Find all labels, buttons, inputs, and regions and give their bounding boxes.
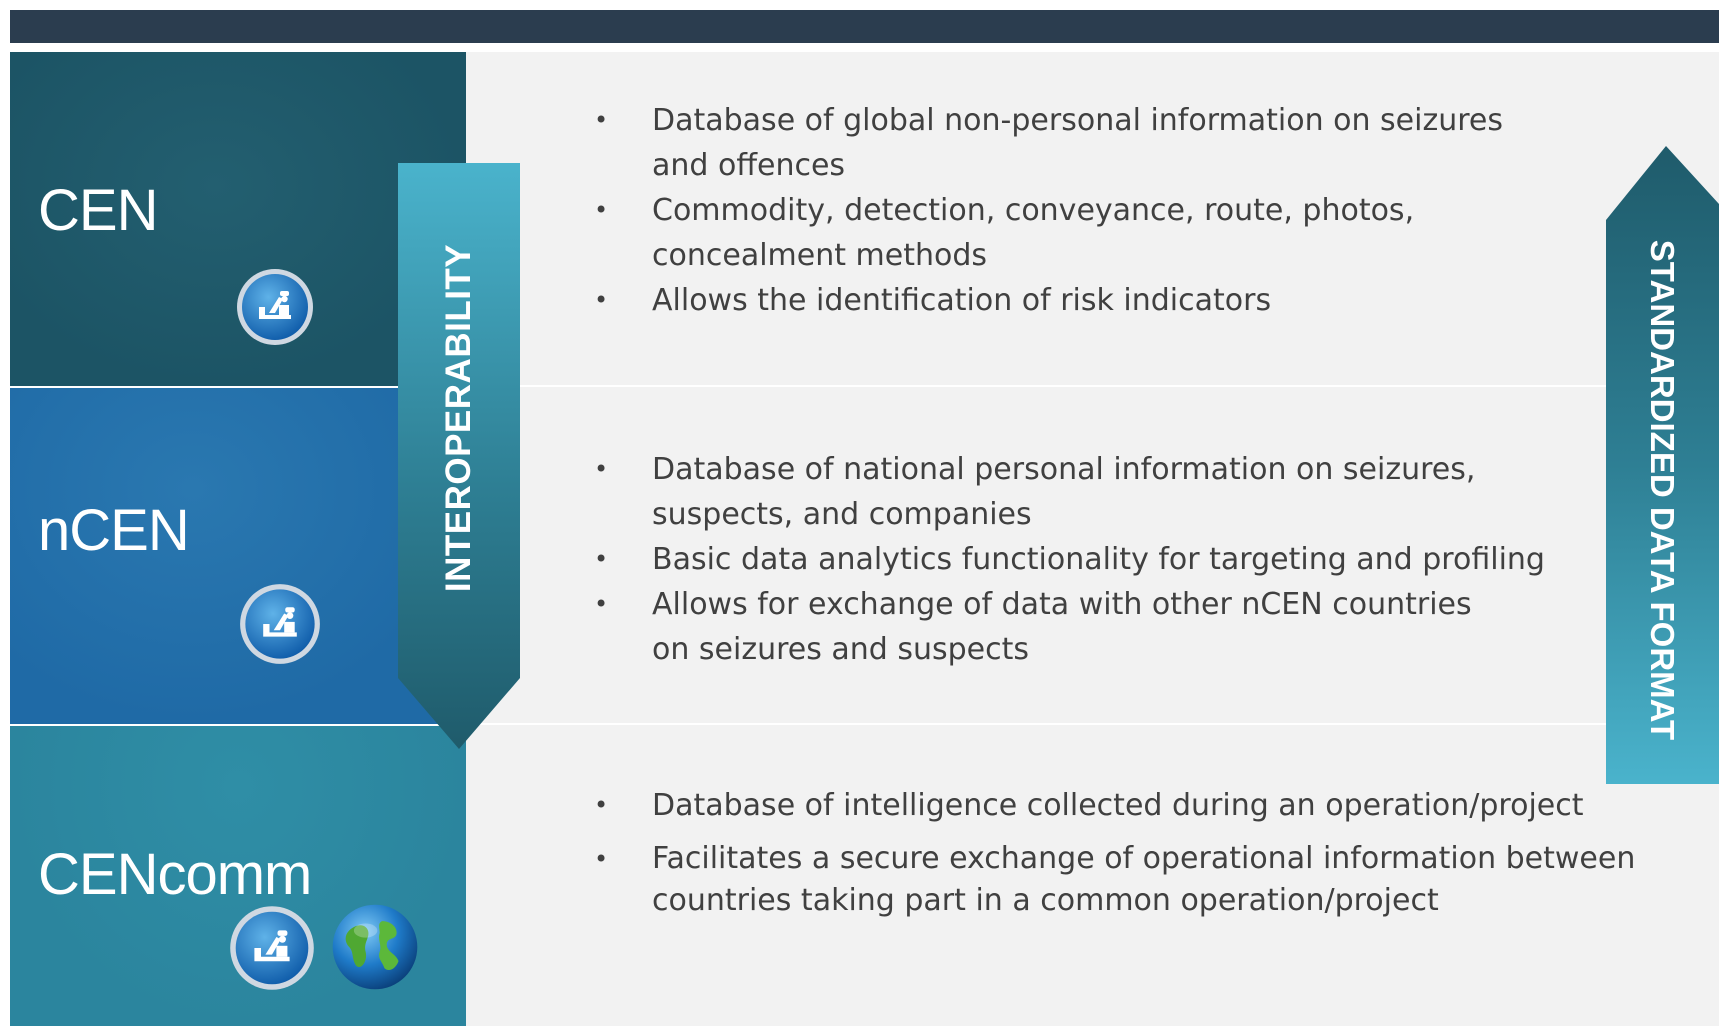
interoperability-arrow (398, 163, 520, 749)
content-panel (466, 52, 1719, 1026)
section-cencomm: CENcomm (10, 726, 466, 1026)
list-item: • Database of intelligence collected dur… (580, 783, 1692, 828)
section-ncen: nCEN (10, 388, 466, 724)
section-title-cen: CEN (38, 178, 158, 243)
customs-officer-icon (228, 904, 316, 992)
bullet-icon: • (594, 590, 609, 618)
cencomm-bullet-list: • Database of intelligence collected dur… (580, 783, 1692, 922)
list-item: • Commodity, detection, conveyance, rout… (580, 188, 1452, 278)
list-item: • Basic data analytics functionality for… (580, 537, 1612, 582)
interoperability-label-wrap: INTEROPERABILITY (398, 163, 520, 673)
bullet-icon: • (594, 545, 609, 573)
bullet-icon: • (594, 455, 609, 483)
bullet-icon: • (594, 106, 609, 134)
bullet-icon: • (594, 286, 609, 314)
bullet-icon: • (594, 196, 609, 224)
interoperability-label: INTEROPERABILITY (439, 243, 479, 593)
cen-bullet-list: • Database of global non-personal inform… (580, 98, 1532, 323)
list-item: • Database of global non-personal inform… (580, 98, 1532, 188)
section-title-ncen: nCEN (38, 498, 190, 563)
customs-officer-icon (235, 267, 315, 347)
row-divider (466, 385, 1719, 387)
list-item: • Allows for exchange of data with other… (580, 582, 1512, 672)
header-bar (10, 10, 1719, 43)
list-item: • Facilitates a secure exchange of opera… (580, 838, 1692, 922)
customs-officer-icon (238, 582, 322, 666)
bullet-text: Commodity, detection, conveyance, route,… (652, 193, 1415, 273)
list-item: • Database of national personal informat… (580, 447, 1512, 537)
bullet-text: Facilitates a secure exchange of operati… (652, 841, 1636, 918)
standardized-label-wrap: STANDARDIZED DATA FORMAT (1606, 210, 1719, 770)
bullet-text: Database of global non-personal informat… (652, 103, 1503, 183)
bullet-text: Database of national personal informatio… (652, 452, 1476, 532)
row-divider (466, 723, 1719, 725)
standardized-label: STANDARDIZED DATA FORMAT (1644, 239, 1682, 741)
bullet-text: Allows the identification of risk indica… (652, 283, 1272, 318)
section-title-cencomm: CENcomm (38, 842, 312, 907)
list-item: • Allows the identification of risk indi… (580, 278, 1532, 323)
section-cen: CEN (10, 52, 466, 386)
bullet-text: Database of intelligence collected durin… (652, 788, 1584, 823)
standardized-data-format-arrow (1606, 146, 1719, 784)
ncen-bullet-list: • Database of national personal informat… (580, 447, 1612, 672)
bullet-icon: • (594, 845, 609, 873)
bullet-text: Allows for exchange of data with other n… (652, 587, 1472, 667)
bullet-text: Basic data analytics functionality for t… (652, 542, 1545, 577)
globe-icon (328, 900, 422, 994)
bullet-icon: • (594, 791, 609, 819)
